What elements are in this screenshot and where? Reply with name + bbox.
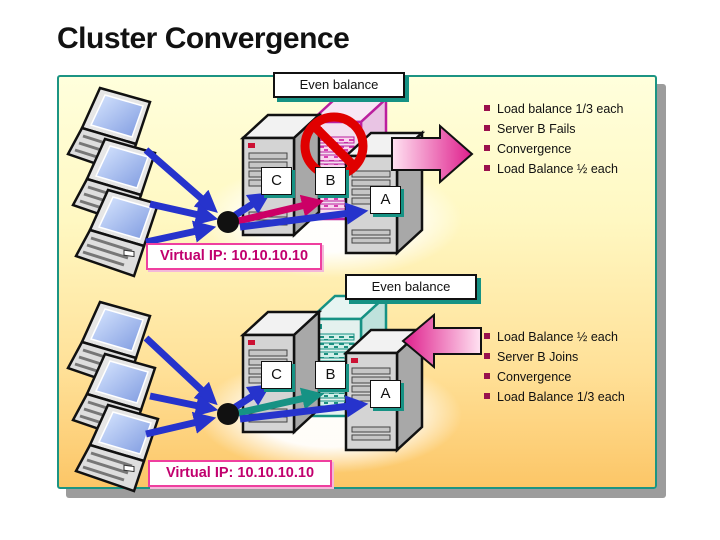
- server-a-label: A: [370, 380, 401, 408]
- virtual-ip-label: Virtual IP: 10.10.10.10: [146, 243, 322, 270]
- server-c-label: C: [261, 167, 292, 195]
- bullet-item: Convergence: [484, 139, 694, 159]
- bullet-item: Server B Fails: [484, 119, 694, 139]
- bullet-list-top: Load balance 1/3 each Server B Fails Con…: [484, 99, 694, 179]
- even-balance-banner: Even balance: [345, 274, 477, 300]
- bullet-item: Server B Joins: [484, 347, 694, 367]
- bullet-item: Load Balance ½ each: [484, 159, 694, 179]
- bullet-item: Convergence: [484, 367, 694, 387]
- server-c-label: C: [261, 361, 292, 389]
- bullet-list-bottom: Load Balance ½ each Server B Joins Conve…: [484, 327, 694, 407]
- page-title: Cluster Convergence: [57, 22, 350, 55]
- bullet-item: Load balance 1/3 each: [484, 99, 694, 119]
- server-a-label: A: [370, 186, 401, 214]
- even-balance-banner: Even balance: [273, 72, 405, 98]
- bullet-item: Load Balance ½ each: [484, 327, 694, 347]
- server-b-label: B: [315, 167, 346, 195]
- virtual-ip-label: Virtual IP: 10.10.10.10: [148, 460, 332, 487]
- server-b-label: B: [315, 361, 346, 389]
- bullet-item: Load Balance 1/3 each: [484, 387, 694, 407]
